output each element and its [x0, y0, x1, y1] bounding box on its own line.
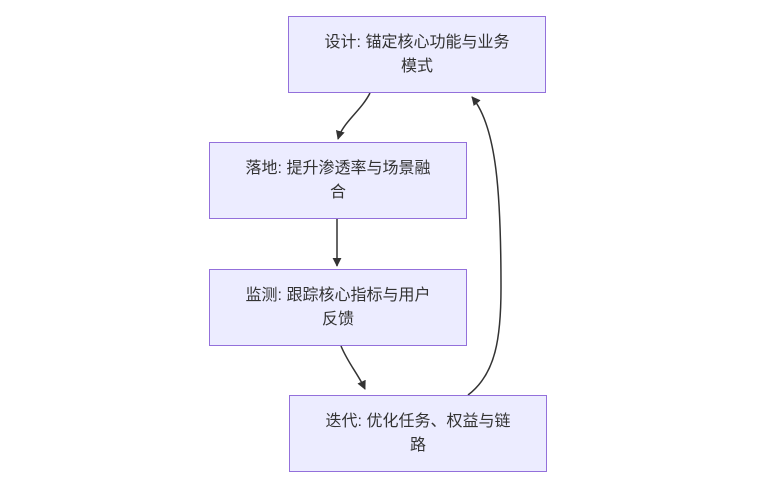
edge-design-to-landing	[335, 92, 371, 140]
node-design: 设计: 锚定核心功能与业务 模式	[288, 16, 546, 93]
edge-monitor-to-iterate	[340, 345, 366, 390]
node-iterate-label-line1: 迭代: 优化任务、权益与链	[325, 412, 511, 430]
node-monitor-label-line2: 反馈	[321, 310, 354, 328]
node-landing: 落地: 提升渗透率与场景融 合	[209, 142, 467, 219]
node-iterate-label-line2: 路	[409, 436, 426, 454]
edge-iterate-to-design	[467, 96, 502, 396]
node-iterate: 迭代: 优化任务、权益与链 路	[289, 395, 547, 472]
node-design-label-line2: 模式	[400, 57, 433, 75]
node-landing-label-line2: 合	[329, 183, 346, 201]
node-landing-label-line1: 落地: 提升渗透率与场景融	[245, 159, 431, 177]
node-monitor: 监测: 跟踪核心指标与用户 反馈	[209, 269, 467, 346]
node-monitor-label-line1: 监测: 跟踪核心指标与用户	[245, 286, 431, 304]
node-design-label-line1: 设计: 锚定核心功能与业务	[324, 33, 510, 51]
